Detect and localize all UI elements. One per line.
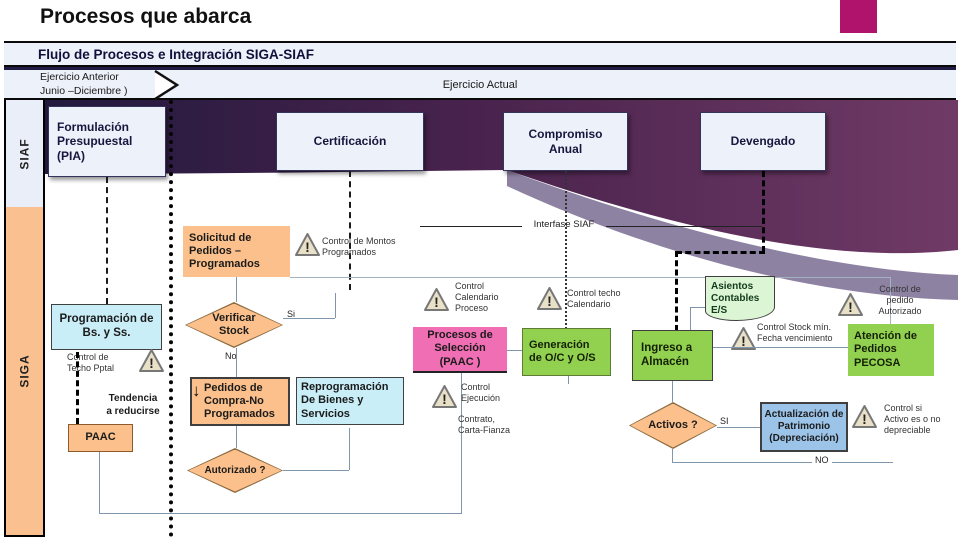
- period-separator-dotted: [169, 100, 173, 537]
- edge-label-si: SI: [720, 416, 729, 426]
- dotted-connector: [565, 171, 567, 329]
- chevron-right-icon: [152, 69, 180, 105]
- edge-label-si: Si: [287, 309, 296, 319]
- warning-note: Control de Montos Programados: [322, 236, 396, 257]
- decision-label: Autorizado ?: [204, 464, 266, 476]
- annotation-tendencia: Tendencia a reducirse: [106, 393, 160, 417]
- connector-line: [290, 277, 890, 278]
- interfase-line: [606, 226, 762, 227]
- warning-icon: !: [851, 404, 878, 434]
- outer-border: [4, 41, 6, 537]
- dashed-connector: [106, 177, 108, 304]
- warning-icon: !: [536, 286, 563, 316]
- connector-line: [461, 373, 462, 513]
- accent-square: [840, 0, 877, 33]
- decision-label: Verificar Stock: [212, 312, 256, 337]
- svg-text:!: !: [442, 391, 447, 407]
- down-arrow-icon: ↓: [192, 381, 201, 400]
- bold-dashed-connector: [676, 251, 765, 254]
- warning-icon: !: [431, 384, 458, 414]
- page-title: Procesos que abarca: [40, 5, 252, 28]
- node-ingreso-almacen: Ingreso a Almacén: [632, 330, 713, 381]
- edge-label-no: No: [225, 351, 237, 361]
- connector-line: [672, 381, 673, 402]
- annotation-contrato: Contrato, Carta-Fianza: [458, 414, 511, 435]
- lane-label-siga: SIGA: [17, 354, 32, 388]
- connector-line: [283, 318, 335, 319]
- warning-icon: !: [294, 232, 321, 262]
- warning-icon: !: [837, 292, 864, 322]
- connector-line: [890, 277, 891, 325]
- svg-text:!: !: [862, 411, 867, 427]
- connector-line: [349, 428, 350, 470]
- warning-note: Control Ejecución: [461, 382, 501, 403]
- warning-icon: !: [423, 287, 450, 317]
- connector-line: [690, 307, 691, 330]
- diagram-title-bar: Flujo de Procesos e Integración SIGA-SIA…: [4, 41, 956, 67]
- interfase-label: Interfase SIAF: [533, 219, 595, 230]
- node-formulacion-presupuestal: Formulación Presupuestal (PIA): [48, 106, 166, 177]
- edge-label-no: NO: [812, 455, 832, 465]
- diagram-title: Flujo de Procesos e Integración SIGA-SIA…: [38, 46, 315, 62]
- node-pedidos-no-programados: Pedidos de Compra-No Programados: [190, 377, 290, 426]
- warning-note: Control de Techo Pptal: [67, 352, 115, 373]
- rail-border: [43, 100, 45, 537]
- bold-dashed-connector: [762, 171, 765, 252]
- node-reprogramacion: Reprogramación De Bienes y Servicios: [296, 377, 404, 425]
- connector-line: [672, 449, 673, 462]
- connector-line: [99, 452, 100, 513]
- node-devengado: Devengado: [700, 112, 826, 171]
- interfase-line: [420, 226, 522, 227]
- dashed-connector: [349, 171, 351, 290]
- svg-text:!: !: [848, 299, 853, 315]
- lane-siga: SIGA: [6, 207, 43, 537]
- warning-note: Control Stock mín. Fecha vencimiento: [757, 322, 833, 343]
- warning-note: Control Calendario Proceso: [455, 281, 499, 313]
- decision-verificar-stock: Verificar Stock: [185, 302, 283, 348]
- connector-line: [568, 376, 569, 384]
- connector-line: [236, 348, 237, 377]
- connector-line: [236, 277, 237, 302]
- svg-text:!: !: [547, 293, 552, 309]
- warning-note: Control de pedido Autorizado: [878, 284, 922, 316]
- node-solicitud-pedidos: Solicitud de Pedidos – Programados: [183, 226, 290, 277]
- svg-text:!: !: [305, 239, 310, 255]
- decision-label: Activos ?: [648, 419, 698, 432]
- bold-dashed-connector: [76, 352, 79, 424]
- connector-line: [717, 427, 760, 428]
- connector-line: [283, 470, 349, 471]
- connector-line: [236, 426, 237, 448]
- node-generacion-oc-os: Generación de O/C y O/S: [522, 328, 611, 376]
- node-actualizacion-patrimonio: Actualización de Patrimonio (Depreciació…: [760, 402, 848, 452]
- node-compromiso-anual: Compromiso Anual: [503, 112, 628, 171]
- warning-icon: !: [138, 348, 165, 378]
- lane-label-siaf: SIAF: [17, 137, 32, 170]
- node-asientos-contables: Asientos Contables E/S: [705, 276, 775, 321]
- connector-line: [335, 293, 336, 318]
- warning-note: Control si Activo es o no depreciable: [884, 403, 941, 435]
- decision-autorizado: Autorizado ?: [187, 448, 283, 493]
- connector-line: [99, 513, 462, 514]
- connector-line: [507, 350, 522, 351]
- warning-note: Control techo Calendario: [567, 288, 621, 309]
- period-previous-label: Ejercicio Anterior Junio –Diciembre ): [40, 71, 128, 97]
- node-atencion-pedidos: Atención de Pedidos PECOSA: [848, 324, 934, 376]
- node-paac: PAAC: [68, 424, 133, 452]
- node-programacion-bs-ss: Programación de Bs. y Ss.: [51, 304, 162, 350]
- svg-text:!: !: [741, 333, 746, 349]
- node-certificacion: Certificación: [276, 112, 424, 171]
- lane-siaf: SIAF: [6, 100, 43, 207]
- warning-icon: !: [730, 326, 757, 356]
- title-underline: [4, 67, 956, 70]
- svg-text:!: !: [149, 355, 154, 371]
- svg-text:!: !: [434, 294, 439, 310]
- decision-activos: Activos ?: [629, 402, 717, 449]
- connector-line: [690, 307, 705, 308]
- period-current-label: Ejercicio Actual: [442, 79, 518, 91]
- bold-dashed-connector: [675, 251, 678, 331]
- connector-line: [713, 347, 848, 348]
- node-procesos-seleccion: Procesos de Selección (PAAC ): [413, 327, 507, 373]
- connector-line: [672, 462, 893, 463]
